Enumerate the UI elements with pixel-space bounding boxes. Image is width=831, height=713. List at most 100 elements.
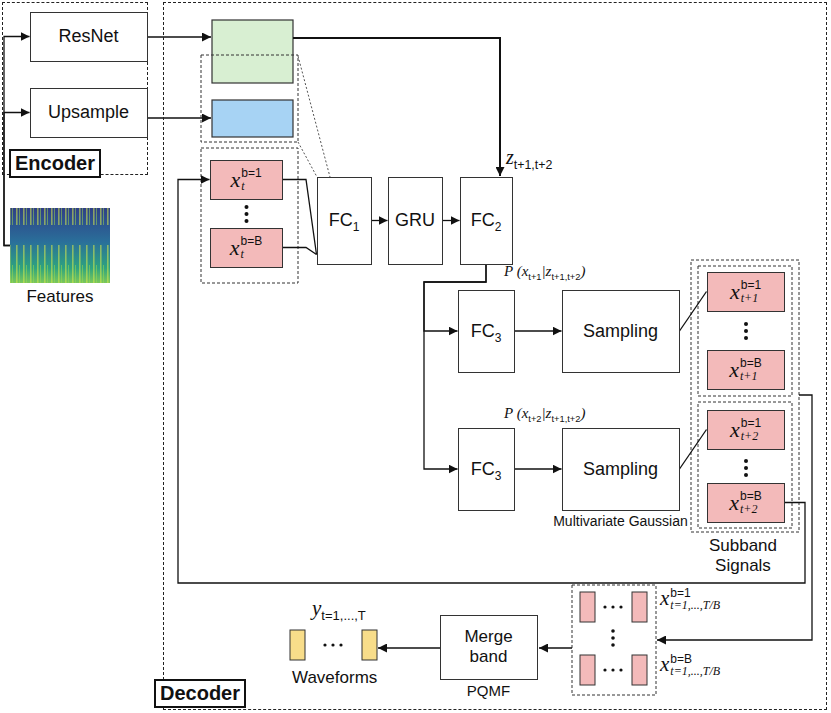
- superscript: b=1: [241, 167, 261, 180]
- subscript: t=1,...,T: [321, 608, 366, 623]
- script-stack: b=Bt+1: [740, 357, 762, 382]
- math-label: P (x: [504, 405, 528, 421]
- math-holder: xb=Bt+1: [729, 357, 761, 383]
- subscript: t+1,t+2: [514, 158, 553, 172]
- subscript: t=1,...,T/B: [670, 599, 720, 612]
- label-group: yt=1,...,T: [312, 596, 366, 623]
- layer-box: FC1: [317, 177, 372, 265]
- superscript: b=B: [740, 490, 762, 503]
- ellipsis: [245, 205, 749, 672]
- group-outline: [201, 148, 298, 283]
- subscript: 1: [353, 220, 360, 234]
- spectrogram-texture: [10, 208, 110, 283]
- box-label: GRU: [395, 210, 435, 231]
- subscript: 3: [495, 331, 502, 345]
- leader-line: [298, 56, 330, 177]
- connector: [283, 248, 317, 255]
- subscript: t+1: [741, 292, 761, 305]
- script-stack: b=1t=1,...,T/B: [670, 587, 720, 612]
- signal-box: xb=1t+1: [707, 272, 785, 312]
- subscript: t: [241, 180, 261, 193]
- process-box: Merge bandPQMF: [440, 615, 538, 680]
- math-label: |z: [541, 263, 551, 279]
- script-stack: b=Bt+2: [740, 490, 762, 515]
- label-group: P (xt+2|zt+1,t+2): [504, 404, 585, 424]
- layer-name: FC: [471, 321, 495, 342]
- label-group: xb=1t=1,...,T/B: [660, 586, 720, 612]
- label-group: zt+1,t+2: [506, 146, 552, 172]
- subscript: t+1: [528, 272, 541, 282]
- group-outline: [698, 402, 792, 528]
- waveform-sample: [290, 630, 377, 660]
- signal-box: xb=Bt: [210, 228, 283, 268]
- connector: [4, 37, 30, 246]
- process-box: Upsample: [30, 88, 148, 138]
- superscript: b=B: [241, 235, 263, 248]
- feature-block: [212, 100, 293, 137]
- signal-box: xb=Bt+2: [707, 483, 785, 523]
- script-stack: b=1t+2: [741, 417, 761, 442]
- math-label: x: [660, 586, 669, 610]
- signal-box: xb=Bt+1: [707, 350, 785, 390]
- script-stack: b=Bt: [241, 235, 263, 260]
- box-label: Upsample: [48, 102, 129, 123]
- label-group: xb=Bt=1,...,T/B: [660, 652, 720, 678]
- math-symbol: x: [730, 279, 740, 305]
- layout-drawing: [10, 20, 812, 695]
- subscript: t+2: [740, 503, 762, 516]
- region-label-holder: Decoder: [154, 679, 246, 708]
- math-holder: FC1: [329, 210, 360, 231]
- signal-box: xb=1t+2: [707, 410, 785, 450]
- math-symbol: x: [230, 167, 240, 193]
- math-label: |z: [541, 405, 551, 421]
- subscript: t+1,t+2: [551, 272, 580, 282]
- process-box: ResNet: [30, 12, 148, 62]
- thick-arrow: [293, 38, 500, 176]
- label-group: P (xt+1|zt+1,t+2): [504, 262, 585, 282]
- arrow: [539, 647, 572, 648]
- region-label-holder: Encoder: [9, 149, 101, 178]
- subscript: t+2: [528, 414, 541, 424]
- box-label: Merge band: [453, 627, 525, 666]
- connector: [372, 220, 388, 221]
- decoder-region: xb=1txb=BtFC1GRUFC2FC3SamplingFC3Samplin…: [163, 2, 827, 710]
- layer-box: GRU: [388, 177, 443, 265]
- script-stack: b=1t: [241, 167, 261, 192]
- layer-box: FC3: [458, 428, 515, 511]
- box-label: Sampling: [583, 459, 658, 480]
- subscript: t=1,...,T/B: [670, 665, 720, 678]
- layer-name: FC: [329, 210, 353, 231]
- subscript: t+2: [741, 430, 761, 443]
- label-group: Subband Signals: [700, 536, 786, 575]
- subband-sample: [580, 592, 647, 685]
- math-label: x: [660, 652, 669, 676]
- layer-box: FC2: [460, 177, 513, 265]
- feature-block: [212, 20, 293, 83]
- connector: [680, 292, 707, 332]
- box-caption: Multivariate Gaussian: [551, 513, 690, 529]
- box-caption: PQMF: [465, 682, 512, 699]
- box-label: Sampling: [583, 321, 658, 342]
- math-holder: FC3: [471, 459, 502, 480]
- region-label: Encoder: [9, 149, 101, 178]
- subscript: t: [241, 248, 263, 261]
- superscript: b=B: [740, 357, 762, 370]
- group-outline: [691, 260, 799, 532]
- spectrogram: [10, 208, 110, 283]
- arrow: [148, 36, 211, 37]
- connector: [4, 113, 30, 246]
- math-symbol: x: [730, 417, 740, 443]
- arrow: [148, 117, 211, 118]
- math-symbol: x: [230, 235, 240, 261]
- leader-line: [298, 142, 317, 177]
- math-symbol: x: [729, 490, 739, 516]
- group-outline: [698, 266, 792, 396]
- feature-image: Features: [10, 208, 110, 283]
- connector-layer: [4, 37, 805, 584]
- group-outline: [201, 55, 298, 142]
- process-box: SamplingMultivariate Gaussian: [562, 428, 680, 511]
- math-holder: xb=1t+2: [730, 417, 761, 443]
- math-label: ): [580, 263, 585, 279]
- connector: [515, 468, 562, 469]
- box-label: ResNet: [58, 26, 118, 47]
